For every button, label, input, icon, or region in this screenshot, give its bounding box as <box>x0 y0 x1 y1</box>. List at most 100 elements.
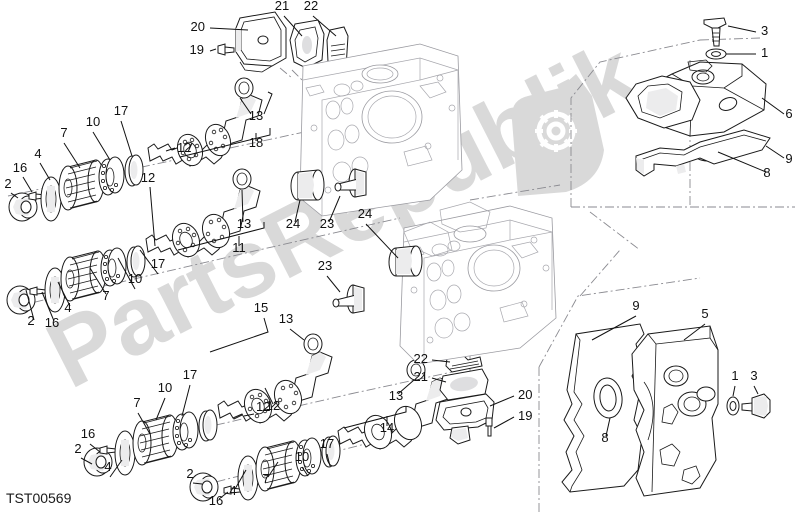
part-17-seal <box>124 154 144 187</box>
callout-number: 10 <box>295 449 309 464</box>
callout-number: 13 <box>279 311 293 326</box>
callout-number: 10 <box>128 271 142 286</box>
part-23-bolt-upper <box>334 168 367 198</box>
callout-number: 2 <box>74 441 81 456</box>
callout-number: 11 <box>232 240 246 255</box>
callout-number: 20 <box>518 387 532 402</box>
leader-lines <box>10 15 785 500</box>
part-1-washer-top <box>705 48 727 60</box>
callout-number: 9 <box>632 298 639 313</box>
callout-number: 3 <box>761 23 768 38</box>
part-10-race-2 <box>100 247 127 287</box>
part-17-seal-2 <box>126 245 146 278</box>
part-3-screw-top <box>703 17 727 47</box>
callout-number: 10 <box>86 114 100 129</box>
callout-number: 16 <box>45 315 59 330</box>
callout-number: 17 <box>151 256 165 271</box>
callout-number: 10 <box>158 380 172 395</box>
callout-number: 2 <box>27 313 34 328</box>
sensor-cover-lower <box>435 353 495 445</box>
callout-number: 16 <box>81 426 95 441</box>
part-24-plug-lower <box>388 245 423 277</box>
callout-number: 13 <box>237 216 251 231</box>
part-2-nut <box>8 192 38 222</box>
part-13-oring-3 <box>303 333 323 355</box>
callout-number: 12 <box>141 170 155 185</box>
part-24-plug-upper <box>290 169 325 201</box>
callout-number: 12 <box>177 140 191 155</box>
camshaft-assembly-upper-front <box>8 77 263 222</box>
camshaft-18 <box>147 94 263 167</box>
part-16-screw-4 <box>223 485 241 495</box>
callout-number: 19 <box>518 408 532 423</box>
callout-number: 16 <box>13 160 27 175</box>
callout-number: 9 <box>785 151 792 166</box>
callout-number: 15 <box>254 300 268 315</box>
part-10-race-4 <box>295 437 322 477</box>
part-8-oring-bottom <box>593 377 623 419</box>
callout-number: 24 <box>358 206 372 221</box>
callout-number: 7 <box>262 471 269 486</box>
part-7-pulley <box>58 159 105 211</box>
callout-number: 1 <box>761 45 768 60</box>
callout-number: 6 <box>785 106 792 121</box>
part-4-flange-2 <box>44 267 66 313</box>
callout-number: 2 <box>4 176 11 191</box>
callout-number: 21 <box>414 369 428 384</box>
callout-number: 4 <box>34 146 41 161</box>
callout-number: 17 <box>320 436 334 451</box>
callout-number: 20 <box>191 19 205 34</box>
callout-number: 23 <box>320 216 334 231</box>
reference-code: TST00569 <box>6 490 72 506</box>
callout-number: 21 <box>275 0 289 13</box>
callout-number: 7 <box>133 395 140 410</box>
part-3-screw-bottom <box>741 393 771 419</box>
callout-number: 17 <box>183 367 197 382</box>
callout-number: 7 <box>102 288 109 303</box>
callout-number: 24 <box>286 216 300 231</box>
belt-cover-vertical <box>561 323 771 497</box>
part-10-race <box>98 156 125 196</box>
callout-number: 22 <box>414 351 428 366</box>
part-13-oring-2 <box>232 168 252 190</box>
callout-number: 4 <box>104 459 111 474</box>
part-5-cover <box>631 325 719 497</box>
callout-number: 12 <box>266 398 280 413</box>
part-4-flange-3 <box>114 430 136 476</box>
callout-number: 8 <box>601 430 608 445</box>
part-23-bolt-lower <box>332 284 365 314</box>
cylinder-head-lower <box>332 201 557 365</box>
callout-number: 14 <box>380 420 394 435</box>
screw-19-lower <box>485 417 493 437</box>
part-16-screw-2 <box>29 286 47 296</box>
callout-number: 23 <box>318 258 332 273</box>
callout-number: 18 <box>249 135 263 150</box>
part-17-seal-4 <box>321 435 341 468</box>
callout-number: 1 <box>731 368 738 383</box>
watermark-logo <box>511 74 604 196</box>
callout-number: 17 <box>114 103 128 118</box>
callout-number: 3 <box>750 368 757 383</box>
callout-number: 13 <box>249 108 263 123</box>
part-13-oring <box>234 77 254 99</box>
part-4-flange-4 <box>237 455 259 501</box>
callout-number: 19 <box>190 42 204 57</box>
callout-number: 13 <box>389 388 403 403</box>
callout-number: 2 <box>186 466 193 481</box>
camshaft-11 <box>145 185 261 258</box>
callout-number: 7 <box>60 125 67 140</box>
valve-cover-horizontal <box>625 17 771 177</box>
part-17-seal-3 <box>198 409 218 442</box>
screw-19-upper <box>217 43 235 56</box>
callout-number: 12 <box>256 399 270 414</box>
part-4-flange <box>40 176 62 222</box>
cylinder-head-upper <box>290 43 463 217</box>
part-2-nut-4 <box>189 472 219 502</box>
part-1-washer-bottom <box>726 396 740 416</box>
callout-number: 4 <box>229 483 236 498</box>
camshaft-14 <box>337 377 453 450</box>
callout-number: 8 <box>763 165 770 180</box>
part-10-race-3 <box>172 411 199 451</box>
callout-number: 4 <box>64 300 71 315</box>
